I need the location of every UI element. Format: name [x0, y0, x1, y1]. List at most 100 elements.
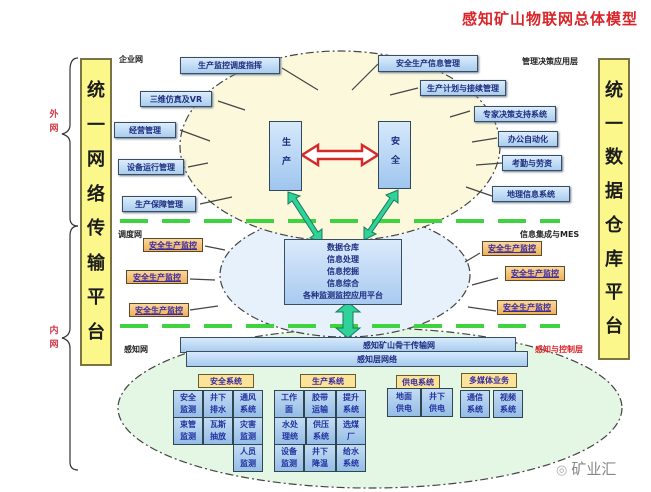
system-cell: 视频系统 — [493, 390, 523, 418]
core-line: 各种监测监控应用平台 — [303, 291, 383, 300]
brace-label-char: 外 — [49, 110, 59, 120]
cell-line: 系统 — [467, 405, 483, 414]
right-bar-char: 库 — [605, 248, 623, 270]
top-right-item: 生产计划与接续管理 — [420, 80, 506, 96]
right-bar-char: 平 — [605, 282, 623, 304]
system-cell: 井下供电 — [421, 388, 453, 417]
cell-line: 提升 — [343, 393, 359, 402]
group-title-production: 生产系统 — [300, 374, 356, 388]
cell-line: 监测 — [240, 432, 256, 441]
system-cell: 提升系统 — [336, 390, 366, 418]
cell-line: 供压 — [313, 420, 329, 429]
system-cell: 选煤厂 — [336, 417, 366, 445]
middle-right-item: 安全生产监控 — [505, 266, 565, 281]
cell-line: 给水 — [343, 447, 359, 456]
cell-line: 井下 — [429, 391, 445, 401]
cell-line: 人员 — [240, 447, 256, 456]
middle-right-item: 安全生产监控 — [482, 241, 542, 256]
safety-box-label: 安全 — [389, 136, 399, 174]
cell-line: 理统 — [282, 432, 298, 441]
cell-line: 监测 — [281, 459, 297, 468]
data-warehouse-core-box: 数据仓库 信息处理 信息挖掘 信息综合 各种监测监控应用平台 — [284, 239, 402, 305]
system-cell: 胶带运输 — [304, 390, 336, 418]
group-title-power: 供电系统 — [396, 375, 440, 389]
cell-line: 监测 — [180, 432, 196, 441]
system-cell: 井下排水 — [203, 390, 233, 418]
top-right-item: 安全生产信息管理 — [378, 55, 478, 72]
cell-line: 厂 — [347, 432, 355, 441]
middle-left-item: 安全生产监控 — [143, 238, 203, 252]
mes-layer-label: 信息集成与MES — [520, 230, 580, 239]
brace-label-char: 网 — [49, 340, 59, 350]
system-cell: 井下降温 — [304, 444, 336, 472]
unified-data-warehouse-bar: 统 一 数 据 仓 库 平 台 — [598, 58, 630, 360]
cell-line: 监测 — [240, 459, 256, 468]
cell-line: 通信 — [467, 393, 483, 402]
left-bar-char: 台 — [87, 321, 105, 343]
production-box-label: 生产 — [280, 137, 290, 175]
top-right-item: 专家决策支持系统 — [474, 106, 556, 122]
top-left-item: 经营管理 — [114, 122, 176, 138]
brace-label-char: 网 — [49, 124, 59, 134]
connector-lines — [179, 63, 503, 312]
top-right-item: 地理信息系统 — [492, 186, 570, 202]
cell-line: 选煤 — [343, 420, 359, 429]
cell-line: 抽放 — [210, 432, 226, 441]
dispatch-net-label: 调度网 — [118, 230, 142, 239]
left-bar-char: 传 — [87, 218, 105, 240]
right-bar-char: 台 — [605, 316, 623, 338]
cell-line: 井下 — [210, 393, 226, 402]
middle-right-item: 安全生产监控 — [497, 300, 557, 315]
core-line: 数据仓库 — [327, 243, 359, 252]
sensing-control-layer-label: 感知与控制层 — [535, 345, 583, 354]
cell-line: 水处 — [282, 420, 298, 429]
cell-line: 设备 — [281, 447, 297, 456]
cell-line: 灾害 — [240, 420, 256, 429]
system-cell: 给水系统 — [336, 444, 366, 472]
cell-line: 排水 — [210, 405, 226, 414]
cell-line: 瓦斯 — [210, 420, 226, 429]
system-cell: 人员监测 — [233, 444, 263, 472]
enterprise-net-label: 企业网 — [119, 55, 143, 64]
left-bar-char: 网 — [87, 149, 105, 171]
system-cell: 瓦斯抽放 — [203, 417, 233, 445]
watermark: ◎矿业汇 — [556, 458, 616, 479]
management-layer-label: 管理决策应用层 — [522, 57, 578, 66]
production-box: 生产 — [269, 121, 302, 191]
cell-line: 运输 — [312, 405, 328, 414]
cell-line: 系统 — [313, 432, 329, 441]
cell-line: 供电 — [429, 403, 445, 413]
system-cell: 通信系统 — [460, 390, 490, 418]
inner-brace — [61, 225, 79, 471]
cell-line: 面 — [285, 405, 293, 414]
diagram-title: 感知矿山物联网总体模型 — [462, 10, 639, 28]
system-cell: 束管监测 — [173, 417, 203, 445]
outer-network-label: 外网 — [48, 108, 60, 136]
sensing-net-label: 感知网 — [124, 345, 148, 354]
cell-line: 井下 — [312, 447, 328, 456]
core-line: 信息挖掘 — [327, 267, 359, 276]
cell-line: 系统 — [343, 459, 359, 468]
watermark-text: 矿业汇 — [571, 460, 617, 478]
top-left-item: 三维仿真及VR — [140, 91, 212, 107]
left-bar-char: 络 — [87, 183, 105, 205]
cell-line: 降温 — [312, 459, 328, 468]
cell-line: 工作 — [281, 393, 297, 402]
backbone-network-label: 感知矿山骨干传输网 — [363, 340, 435, 350]
cell-line: 通风 — [240, 393, 256, 402]
cell-line: 系统 — [240, 405, 256, 414]
core-line: 信息处理 — [327, 255, 359, 264]
unified-network-platform-bar: 统 一 网 络 传 输 平 台 — [80, 58, 112, 366]
inner-network-label: 内网 — [48, 324, 60, 352]
group-title-safety: 安全系统 — [198, 374, 254, 388]
outer-brace — [61, 57, 79, 227]
system-cell: 通风系统 — [233, 390, 263, 418]
system-cell: 地面供电 — [387, 388, 421, 417]
left-bar-char: 一 — [87, 114, 105, 136]
safety-box: 安全 — [378, 121, 411, 189]
top-right-item: 考勤与劳资 — [502, 155, 562, 171]
cell-line: 系统 — [500, 405, 516, 414]
cell-line: 系统 — [343, 405, 359, 414]
cell-line: 视频 — [500, 393, 516, 402]
wechat-icon: ◎ — [556, 463, 568, 478]
